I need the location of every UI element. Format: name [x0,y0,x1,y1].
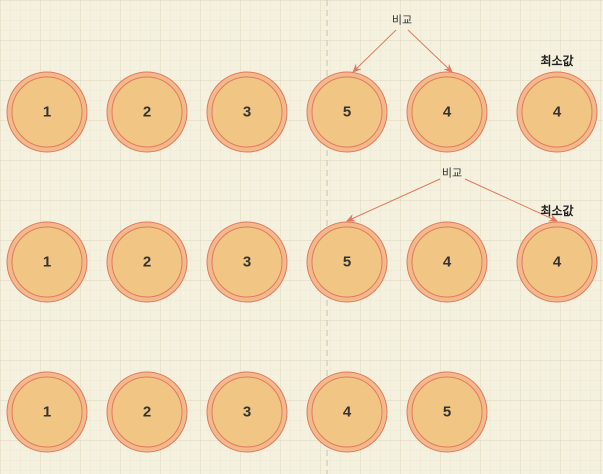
node-value: 5 [443,404,451,421]
node-inner-circle [111,376,183,448]
node-inner-circle [11,76,83,148]
node-value: 1 [43,254,51,271]
node-1-2: 2 [106,71,188,153]
node-value: 2 [143,254,151,271]
compare-arrow-2-left [346,178,441,222]
node-value: 3 [243,254,251,271]
min-value-label-1: 최소값 [540,53,573,68]
node-inner-circle [111,76,183,148]
node-inner-circle [211,376,283,448]
node-value: 5 [343,254,351,271]
node-inner-circle [211,226,283,298]
node-inner-circle [521,76,593,148]
compare-label-1: 비교 [392,14,412,27]
node-value: 1 [43,104,51,121]
node-value: 4 [343,404,352,421]
compare-arrow-1-left [352,29,397,73]
node-1-3: 3 [206,71,288,153]
node-value: 5 [343,104,351,121]
node-value: 4 [443,104,452,121]
node-inner-circle [11,226,83,298]
node-value: 4 [553,104,562,121]
node-inner-circle [521,226,593,298]
node-value: 3 [243,104,251,121]
node-3-2: 2 [106,371,188,453]
node-value: 4 [553,254,562,271]
node-inner-circle [111,226,183,298]
node-value: 2 [143,104,151,121]
node-inner-circle [11,376,83,448]
node-2-3: 3 [206,221,288,303]
node-inner-circle [411,76,483,148]
node-2-2: 2 [106,221,188,303]
compare-label-2: 비교 [442,167,462,180]
node-inner-circle [211,76,283,148]
node-3-4: 4 [306,371,388,453]
node-1-6: 4 [516,71,598,153]
node-value: 1 [43,404,51,421]
node-value: 4 [443,254,452,271]
node-3-5: 5 [406,371,488,453]
node-3-3: 3 [206,371,288,453]
nodes-layer: 1 2 3 5 4 4 1 2 3 5 4 4 1 2 3 4 5 [6,71,598,453]
node-inner-circle [311,76,383,148]
node-inner-circle [411,226,483,298]
node-2-4: 5 [306,221,388,303]
node-inner-circle [411,376,483,448]
node-1-5: 4 [406,71,488,153]
node-inner-circle [311,376,383,448]
compare-arrow-2-right [464,178,558,222]
node-inner-circle [311,226,383,298]
compare-arrow-1-right [407,29,453,73]
node-1-1: 1 [6,71,88,153]
node-value: 3 [243,404,251,421]
node-value: 2 [143,404,151,421]
node-1-4: 5 [306,71,388,153]
node-2-1: 1 [6,221,88,303]
node-3-1: 1 [6,371,88,453]
node-2-6: 4 [516,221,598,303]
node-2-5: 4 [406,221,488,303]
min-value-label-2: 최소값 [540,203,573,218]
